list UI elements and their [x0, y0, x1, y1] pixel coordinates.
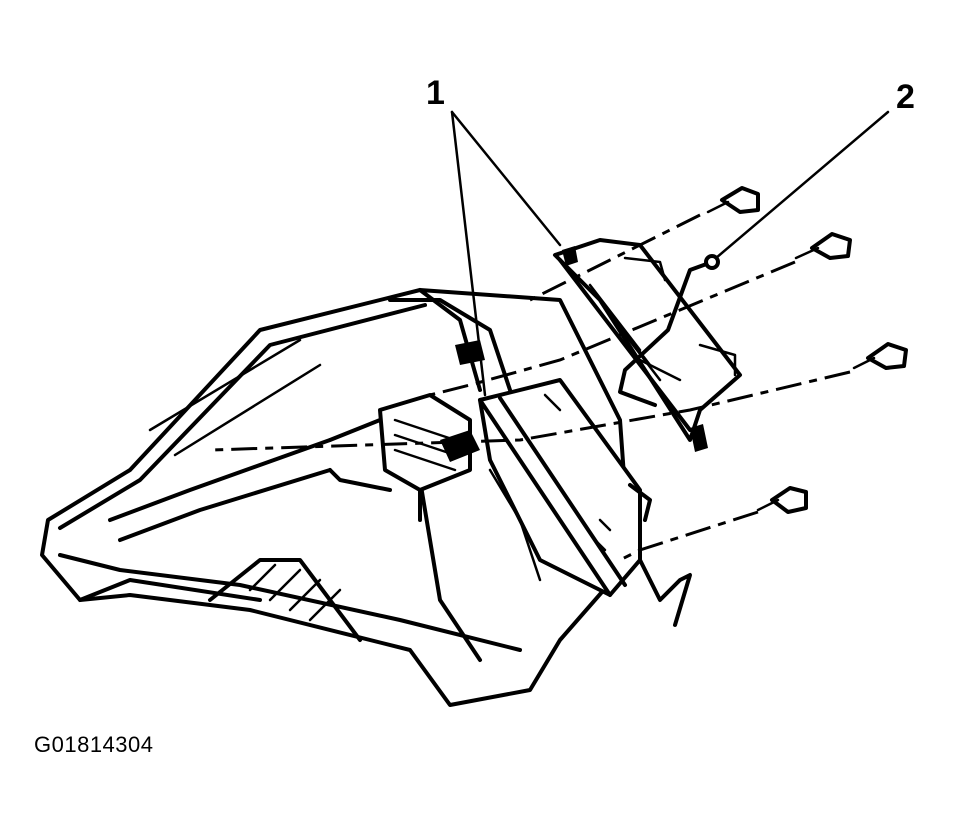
control-module	[553, 238, 742, 452]
leader-lines	[450, 110, 890, 397]
screw-bottom	[756, 486, 808, 514]
screw-top	[706, 186, 760, 214]
screw-upper-right	[794, 232, 852, 260]
callout-1: 1	[426, 74, 445, 112]
figure-id-label: G01814304	[34, 732, 154, 757]
screw-lower-right	[852, 342, 908, 370]
callout-2: 2	[896, 78, 915, 116]
housing-body	[40, 288, 632, 707]
centerlines	[209, 213, 851, 562]
wire-harness	[618, 254, 720, 407]
mounting-plate	[478, 378, 692, 627]
